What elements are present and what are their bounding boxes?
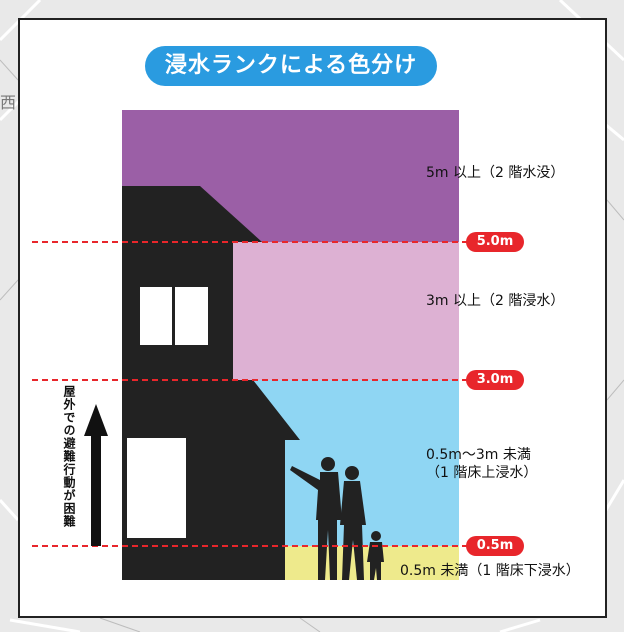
family-silhouette — [290, 457, 384, 580]
zone-label-05to3-line2: （1 階床上浸水） — [426, 465, 538, 481]
zone-label-under05: 0.5m 未満（1 階床下浸水） — [400, 563, 580, 579]
zone-label-3to5: 3m 以上（2 階浸水） — [426, 293, 565, 309]
zone-label-over5: 5m 以上（2 階水没） — [426, 165, 565, 181]
threshold-badge-3m: 3.0m — [466, 370, 524, 390]
zone-label-05to3-line1: 0.5m〜3m 未満 — [426, 447, 531, 463]
evacuation-note: 屋外での避難行動が困難 — [62, 385, 76, 528]
diagram-title: 浸水ランクによる色分け — [145, 46, 437, 86]
threshold-badge-05m: 0.5m — [466, 536, 524, 556]
threshold-lines — [32, 241, 467, 547]
threshold-badge-5m: 5.0m — [466, 232, 524, 252]
map-glyph: 西 — [0, 93, 16, 112]
lower-door — [127, 438, 186, 538]
up-arrow-icon — [84, 404, 108, 546]
